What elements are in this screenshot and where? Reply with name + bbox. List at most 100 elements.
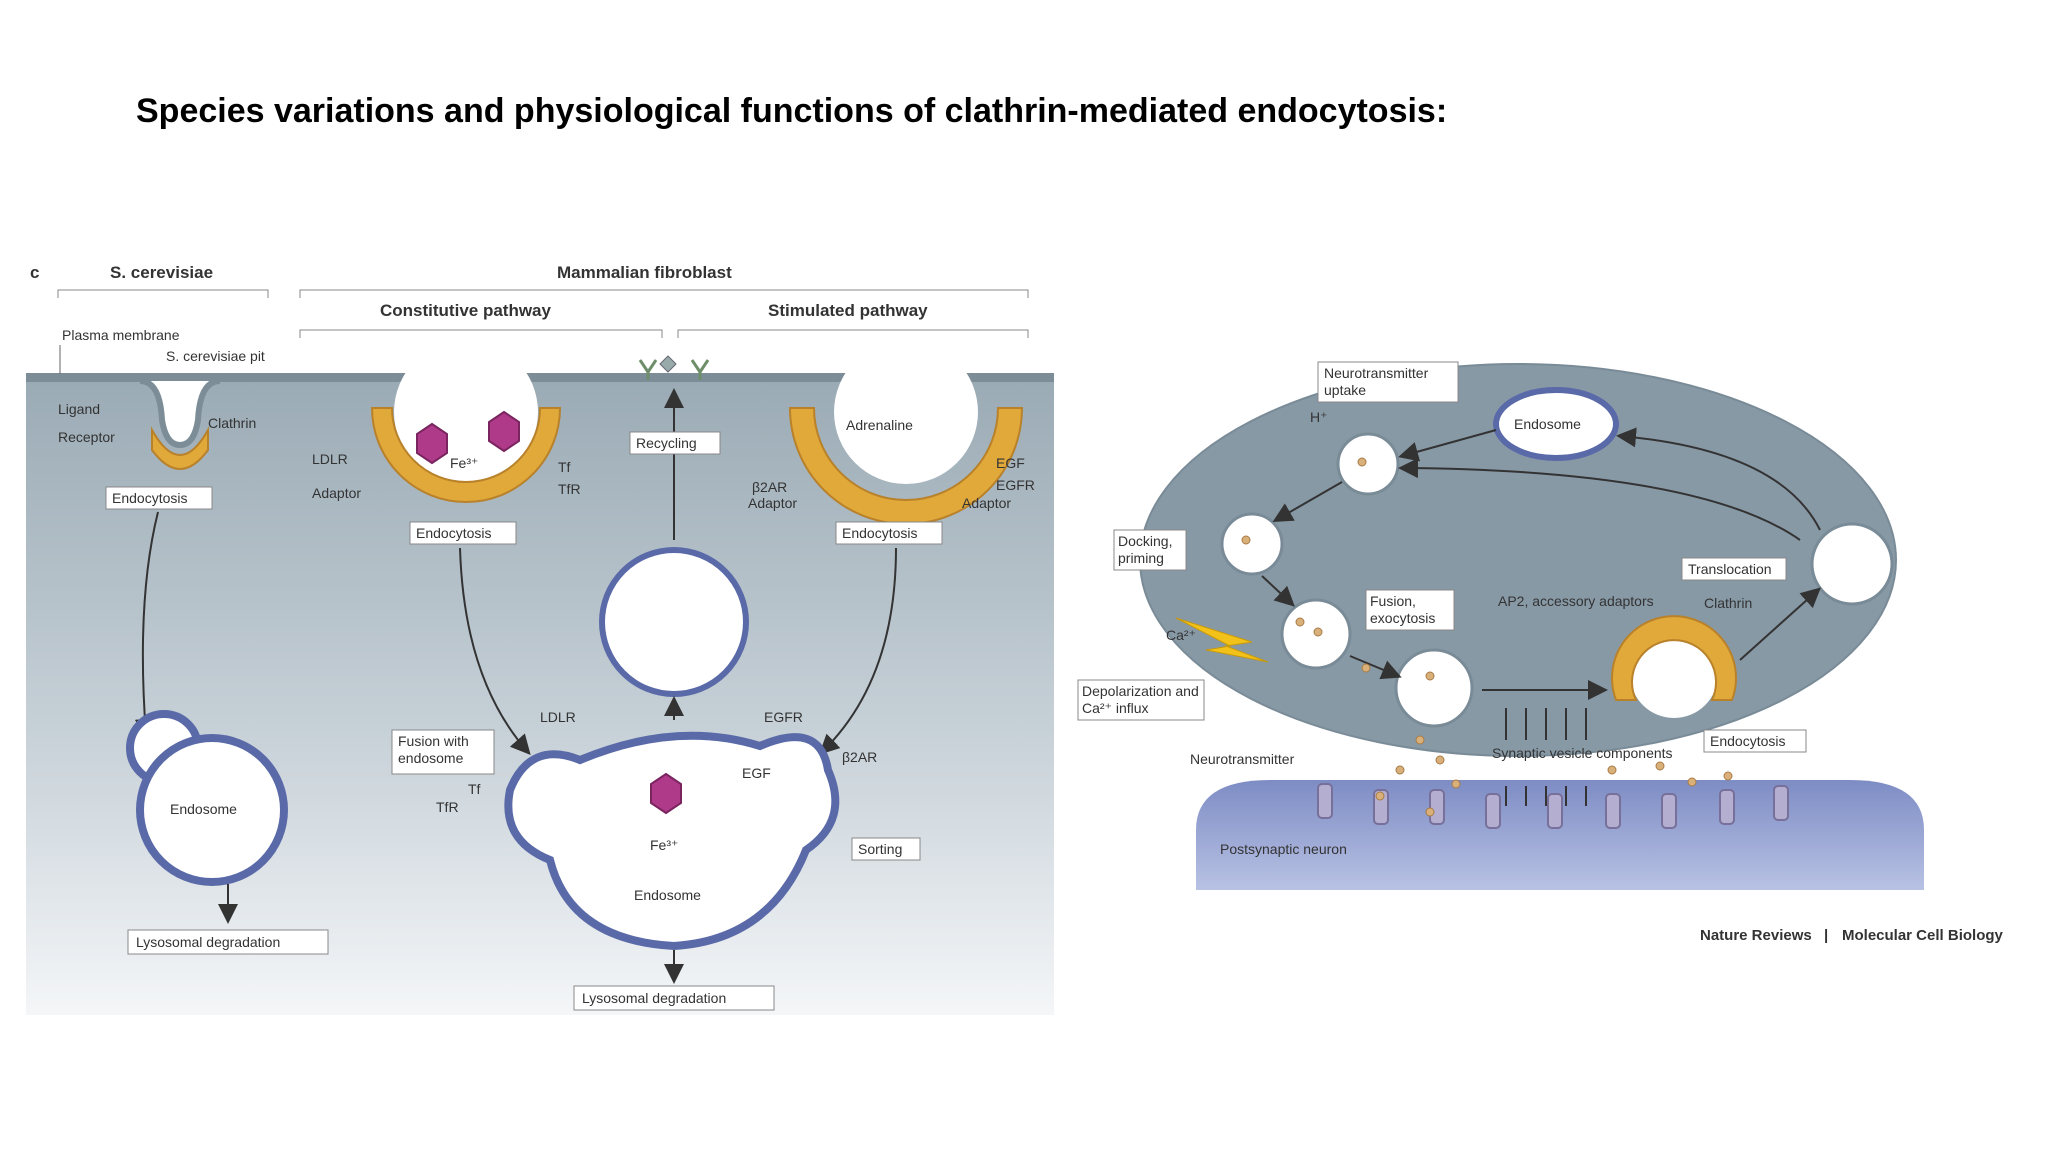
recycling-vesicle	[599, 547, 749, 697]
ldl-particle-2	[488, 410, 520, 453]
bracket-constitutive	[299, 329, 663, 338]
label-ap2: AP2, accessory adaptors	[1498, 593, 1654, 609]
stimulated-pit	[834, 340, 978, 484]
credit-separator: |	[1824, 927, 1828, 944]
slide-title: Species variations and physiological fun…	[136, 92, 1448, 130]
svc-arrows	[1505, 708, 1587, 806]
left-panel: c S. cerevisiae Mammalian fibroblast Con…	[26, 263, 1054, 1015]
label-neurotransmitter: Neurotransmitter	[1190, 751, 1295, 767]
box-endocytosis-3: Endocytosis	[835, 521, 943, 545]
label-tf-2: Tf	[468, 781, 481, 797]
right-panel: Postsynaptic neuron Endosome Clathrin Ne…	[1077, 361, 2004, 944]
box-docking: Docking,priming	[1113, 529, 1187, 571]
label-fe-2: Fe³⁺	[650, 837, 678, 853]
label-ligand: Ligand	[58, 401, 100, 417]
header-yeast: S. cerevisiae	[110, 263, 213, 282]
postsynaptic-receptors	[1317, 783, 1789, 829]
label-h-plus: H⁺	[1310, 409, 1328, 425]
credit-subtitle: Molecular Cell Biology	[1842, 927, 2004, 944]
box-sorting: Sorting	[851, 837, 921, 861]
stimulated-coat	[788, 407, 1024, 525]
translocating-vesicle	[1810, 522, 1894, 606]
label-b2ar-2: β2AR	[842, 749, 877, 765]
recycled-receptors	[638, 359, 710, 380]
header-constitutive: Constitutive pathway	[380, 301, 552, 320]
coated-pit-coat	[1611, 615, 1737, 701]
endosome-right	[1493, 387, 1619, 461]
box-fusion-exo: Fusion,exocytosis	[1365, 589, 1455, 631]
label-ldlr-2: LDLR	[540, 709, 576, 725]
yeast-endosome	[136, 734, 288, 886]
svg-text:Sorting: Sorting	[858, 841, 902, 857]
yeast-pit	[139, 378, 221, 449]
svg-text:Lysosomal degradation: Lysosomal degradation	[582, 990, 726, 1006]
panel-letter: c	[30, 263, 39, 282]
label-ldlr-1: LDLR	[312, 451, 348, 467]
box-lyso-1: Lysosomal degradation	[127, 929, 329, 955]
credit-journal: Nature Reviews	[1700, 927, 1812, 944]
label-clathrin-right: Clathrin	[1704, 595, 1752, 611]
label-adrenaline: Adrenaline	[846, 417, 913, 433]
uptake-vesicle	[1336, 432, 1400, 496]
svg-text:Recycling: Recycling	[636, 435, 697, 451]
svg-text:Docking,priming: Docking,priming	[1118, 533, 1172, 566]
recycled-tf	[659, 355, 677, 373]
label-tf-1: Tf	[558, 459, 571, 475]
box-endocytosis-right: Endocytosis	[1703, 729, 1807, 753]
label-endosome-right: Endosome	[1514, 416, 1581, 432]
label-pit: S. cerevisiae pit	[166, 348, 265, 364]
bracket-yeast	[57, 289, 269, 298]
ldl-particle-1	[416, 422, 448, 465]
bracket-mammalian	[299, 289, 1029, 298]
label-postsynaptic: Postsynaptic neuron	[1220, 841, 1347, 857]
label-svc: Synaptic vesicle components	[1492, 745, 1673, 761]
svg-text:Fusion,exocytosis: Fusion,exocytosis	[1370, 593, 1435, 626]
header-stimulated: Stimulated pathway	[768, 301, 928, 320]
plasma-membrane-band	[26, 373, 1054, 382]
label-egf-1: EGF	[996, 455, 1025, 471]
cytoplasm-area	[26, 375, 1054, 1015]
constitutive-coat	[370, 407, 562, 503]
label-adaptor-2: Adaptor	[748, 495, 797, 511]
svg-text:Endocytosis: Endocytosis	[416, 525, 491, 541]
box-translocation: Translocation	[1681, 557, 1787, 581]
svg-text:Endocytosis: Endocytosis	[112, 490, 187, 506]
label-clathrin: Clathrin	[208, 415, 256, 431]
svg-text:Endocytosis: Endocytosis	[842, 525, 917, 541]
label-adaptor-3: Adaptor	[962, 495, 1011, 511]
svg-text:Translocation: Translocation	[1688, 561, 1772, 577]
yeast-coat	[151, 426, 209, 470]
coated-pit	[1630, 630, 1718, 718]
label-adaptor-1: Adaptor	[312, 485, 361, 501]
label-endosome-1: Endosome	[170, 801, 237, 817]
label-fe-1: Fe³⁺	[450, 455, 478, 471]
ldl-in-endosome	[650, 772, 682, 815]
box-lyso-2: Lysosomal degradation	[573, 985, 775, 1011]
label-egfr-1: EGFR	[996, 477, 1035, 493]
neurotransmitter-dots	[1241, 457, 1733, 817]
label-tfr-1: TfR	[558, 481, 581, 497]
mammalian-endosome	[504, 731, 840, 951]
box-endocytosis-1: Endocytosis	[105, 486, 213, 510]
svg-text:Endocytosis: Endocytosis	[1710, 733, 1785, 749]
docking-vesicle	[1220, 512, 1284, 576]
bracket-stimulated	[677, 329, 1029, 338]
header-mammalian: Mammalian fibroblast	[557, 263, 732, 282]
box-recycling: Recycling	[629, 431, 721, 455]
label-endosome-2: Endosome	[634, 887, 701, 903]
box-endocytosis-2: Endocytosis	[409, 521, 517, 545]
label-egfr-2: EGFR	[764, 709, 803, 725]
label-ca: Ca²⁺	[1166, 627, 1196, 643]
label-tfr-2: TfR	[436, 799, 459, 815]
svg-text:Lysosomal degradation: Lysosomal degradation	[136, 934, 280, 950]
label-receptor: Receptor	[58, 429, 115, 445]
label-egf-2: EGF	[742, 765, 771, 781]
fusing-vesicle	[1394, 648, 1474, 728]
